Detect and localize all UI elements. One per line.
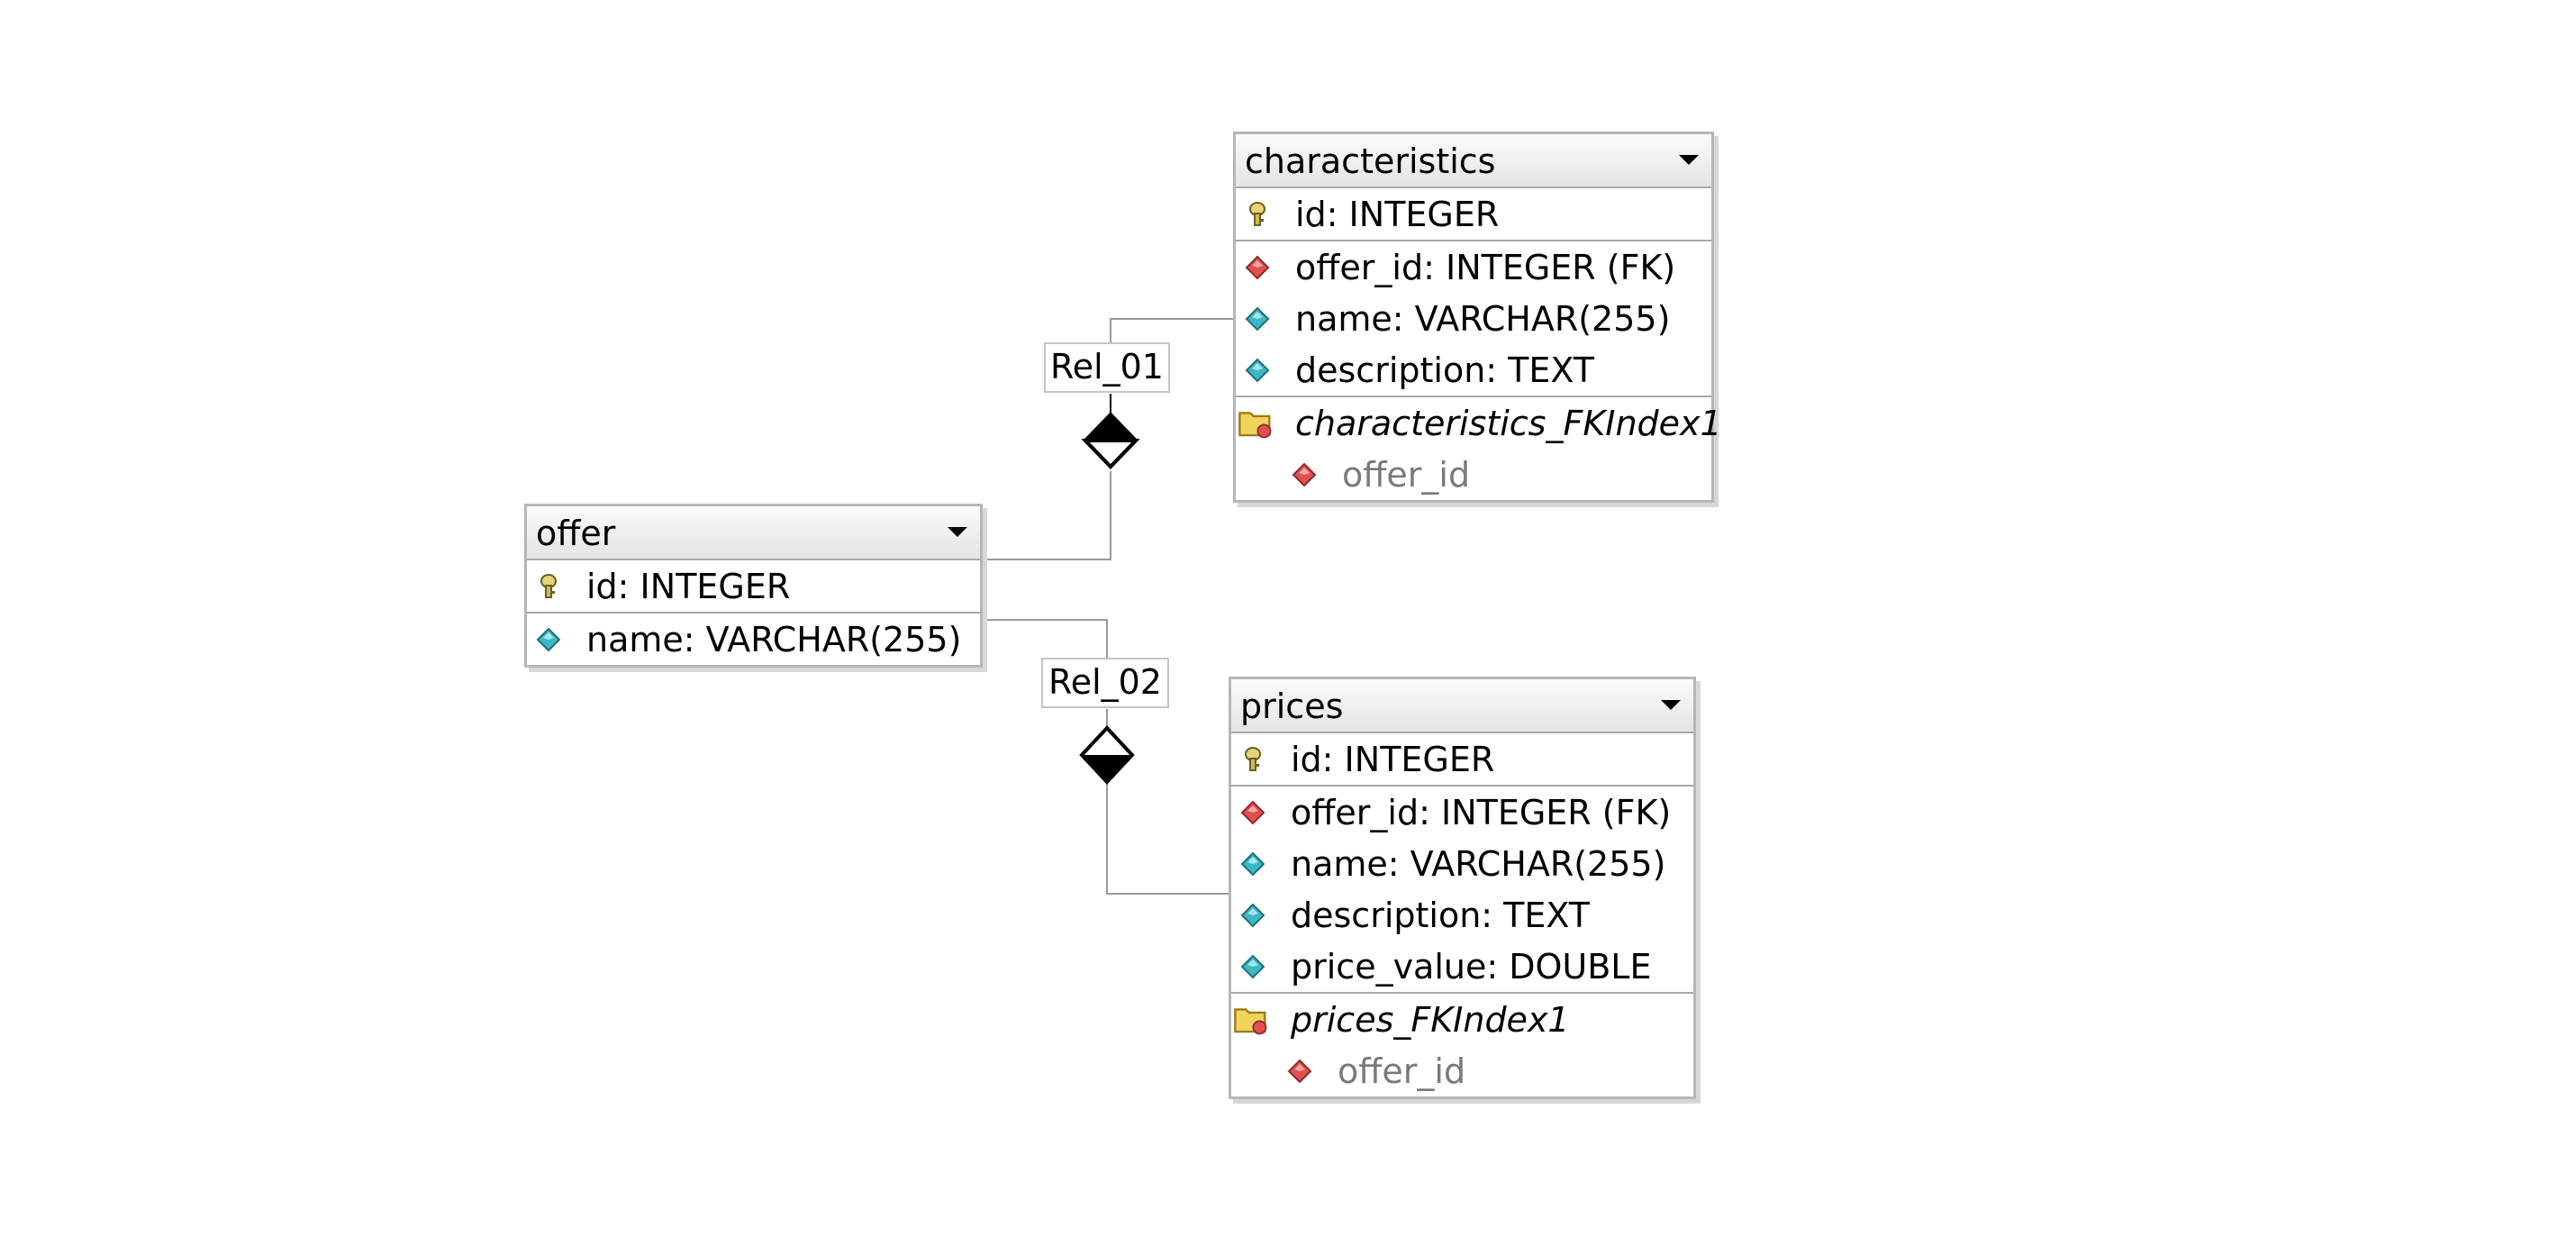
rel-01-connector-offer bbox=[979, 471, 1111, 560]
columns-section: offer_id: INTEGER (FK) name: VARCHAR(255… bbox=[1231, 787, 1693, 994]
key-icon bbox=[1249, 202, 1265, 226]
chevron-down-icon[interactable] bbox=[1661, 700, 1681, 710]
column-row[interactable]: offer_id: INTEGER (FK) bbox=[1231, 787, 1693, 838]
cyan-diamond-icon bbox=[1240, 903, 1265, 928]
index-column-row[interactable]: offer_id bbox=[1236, 449, 1711, 500]
table-header[interactable]: characteristics bbox=[1236, 134, 1711, 188]
column-row[interactable]: name: VARCHAR(255) bbox=[1231, 838, 1693, 889]
table-header[interactable]: offer bbox=[527, 506, 980, 560]
table-prices[interactable]: prices id: INTEGER offer_id: INTEGER (FK… bbox=[1229, 677, 1696, 1099]
cyan-diamond-icon bbox=[1245, 306, 1270, 332]
rel-02-connector-offer bbox=[979, 619, 1108, 659]
column-row[interactable]: offer_id: INTEGER (FK) bbox=[1236, 241, 1711, 293]
cyan-diamond-icon bbox=[536, 627, 561, 652]
red-diamond-icon bbox=[1292, 462, 1317, 487]
red-diamond-icon bbox=[1240, 800, 1265, 825]
red-diamond-icon bbox=[1245, 255, 1270, 280]
rel-02-diamond-icon bbox=[1079, 725, 1135, 785]
column-label: offer_id: INTEGER (FK) bbox=[1291, 793, 1672, 832]
index-section: prices_FKIndex1 offer_id bbox=[1231, 994, 1693, 1096]
table-title: characteristics bbox=[1245, 141, 1496, 181]
column-label: id: INTEGER bbox=[1295, 195, 1500, 234]
column-label: price_value: DOUBLE bbox=[1291, 947, 1652, 987]
rel-02-label[interactable]: Rel_02 bbox=[1041, 658, 1169, 708]
column-label: description: TEXT bbox=[1291, 896, 1590, 935]
table-title: offer bbox=[536, 514, 616, 553]
column-row[interactable]: id: INTEGER bbox=[1231, 733, 1693, 785]
table-header[interactable]: prices bbox=[1231, 679, 1693, 733]
column-label: name: VARCHAR(255) bbox=[586, 620, 962, 659]
table-characteristics[interactable]: characteristics id: INTEGER offer_id: IN… bbox=[1233, 132, 1722, 503]
index-column-row[interactable]: offer_id bbox=[1231, 1045, 1693, 1096]
rel-01-label[interactable]: Rel_01 bbox=[1044, 342, 1170, 393]
column-label: name: VARCHAR(255) bbox=[1291, 844, 1666, 884]
column-label: name: VARCHAR(255) bbox=[1295, 299, 1671, 339]
column-label: description: TEXT bbox=[1295, 350, 1594, 390]
chevron-down-icon[interactable] bbox=[1679, 155, 1699, 165]
rel-01-diamond-icon bbox=[1081, 412, 1140, 469]
column-label: offer_id: INTEGER (FK) bbox=[1295, 248, 1676, 287]
index-label: characteristics_FKIndex1 bbox=[1295, 404, 1722, 443]
key-icon bbox=[1245, 747, 1261, 771]
cyan-diamond-icon bbox=[1240, 954, 1265, 979]
column-row[interactable]: name: VARCHAR(255) bbox=[527, 614, 980, 665]
index-row[interactable]: characteristics_FKIndex1 bbox=[1236, 397, 1722, 449]
chevron-down-icon[interactable] bbox=[948, 527, 967, 537]
column-row[interactable]: description: TEXT bbox=[1236, 344, 1711, 396]
table-offer[interactable]: offer id: INTEGER name: VARCHAR(255) bbox=[524, 504, 983, 668]
primary-key-section: id: INTEGER bbox=[1231, 733, 1693, 787]
index-row[interactable]: prices_FKIndex1 bbox=[1231, 994, 1693, 1045]
index-section: characteristics_FKIndex1 offer_id bbox=[1236, 397, 1722, 500]
table-title: prices bbox=[1240, 687, 1344, 726]
cyan-diamond-icon bbox=[1245, 358, 1270, 383]
column-row[interactable]: price_value: DOUBLE bbox=[1231, 941, 1693, 992]
cyan-diamond-icon bbox=[1240, 851, 1265, 877]
columns-section: name: VARCHAR(255) bbox=[527, 614, 980, 665]
columns-section: offer_id: INTEGER (FK) name: VARCHAR(255… bbox=[1236, 241, 1711, 397]
column-label: id: INTEGER bbox=[1291, 740, 1495, 779]
index-column-label: offer_id bbox=[1342, 455, 1471, 495]
folder-icon bbox=[1234, 1008, 1267, 1035]
column-row[interactable]: id: INTEGER bbox=[1236, 188, 1711, 240]
key-icon bbox=[540, 574, 557, 598]
index-label: prices_FKIndex1 bbox=[1291, 1000, 1570, 1040]
primary-key-section: id: INTEGER bbox=[1236, 188, 1711, 241]
red-diamond-icon bbox=[1287, 1059, 1312, 1084]
index-column-label: offer_id bbox=[1338, 1051, 1466, 1091]
column-label: id: INTEGER bbox=[586, 567, 791, 606]
rel-02-connector-prices bbox=[1106, 784, 1229, 895]
primary-key-section: id: INTEGER bbox=[527, 560, 980, 614]
column-row[interactable]: id: INTEGER bbox=[527, 560, 980, 612]
column-row[interactable]: name: VARCHAR(255) bbox=[1236, 293, 1711, 344]
column-row[interactable]: description: TEXT bbox=[1231, 889, 1693, 941]
folder-icon bbox=[1238, 412, 1272, 439]
